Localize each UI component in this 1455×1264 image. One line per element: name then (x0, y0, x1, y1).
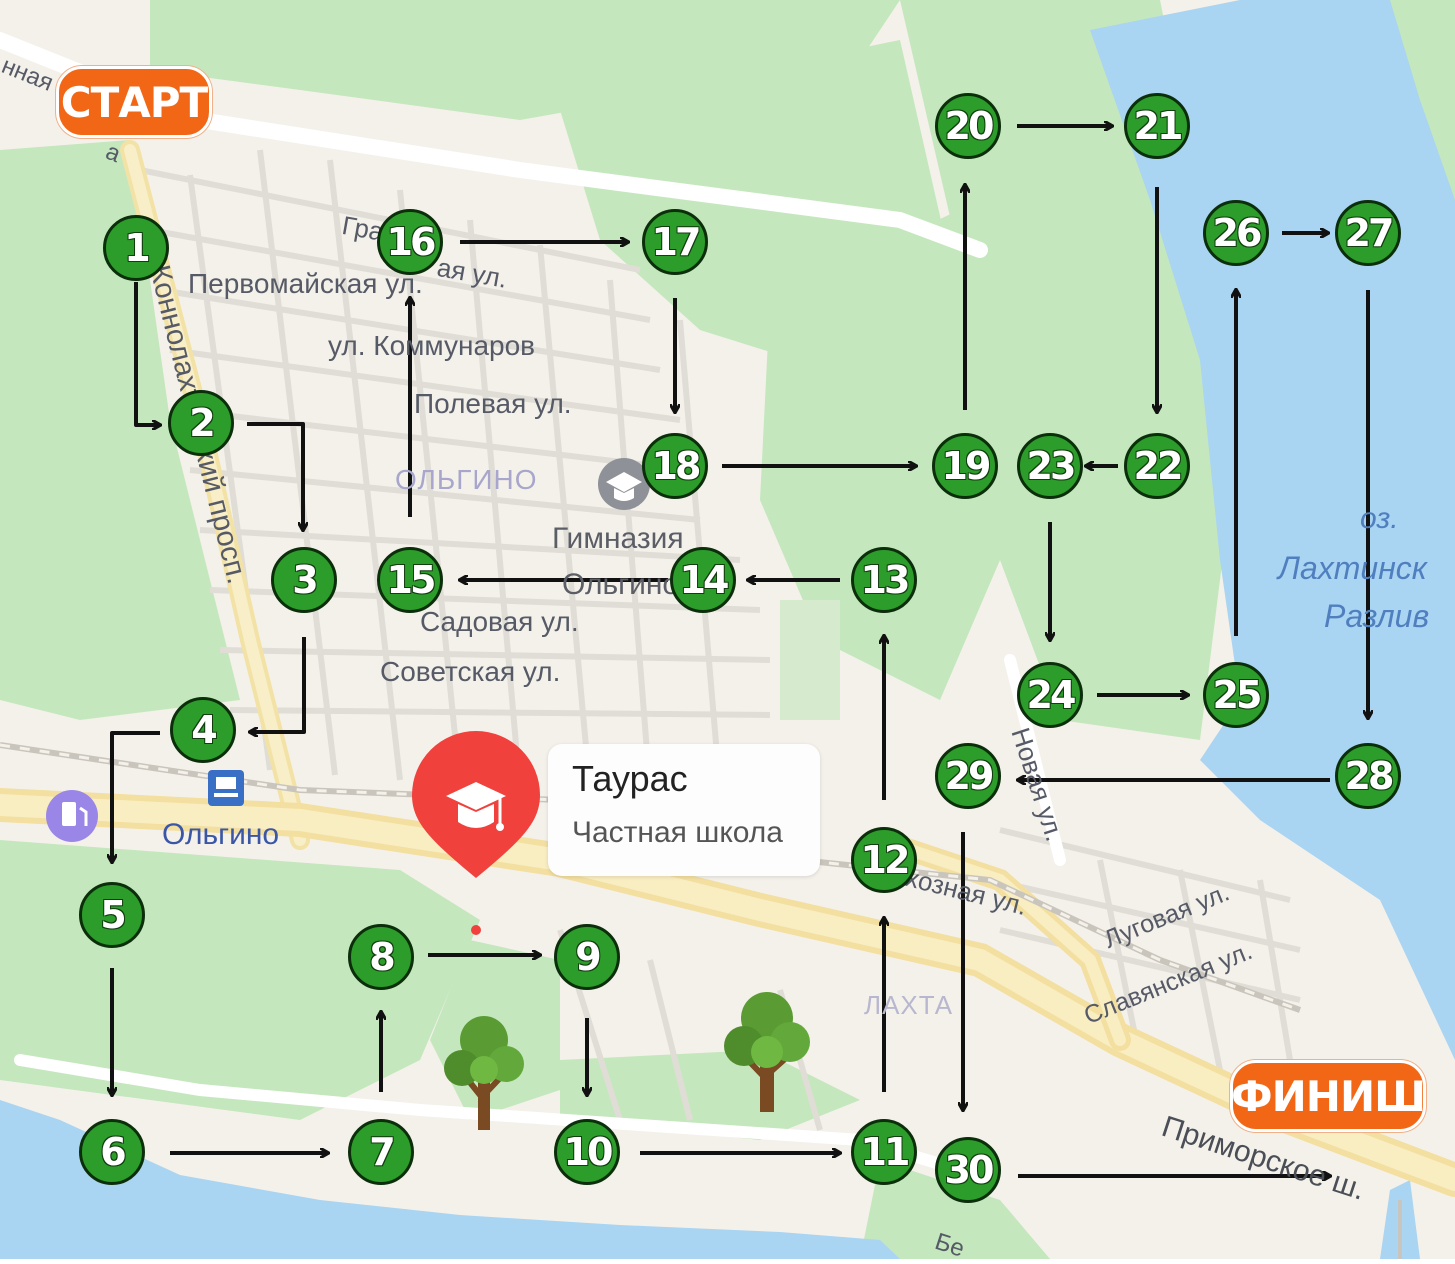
fuel-station-icon[interactable] (46, 790, 98, 842)
route-point-4[interactable]: 4 (170, 697, 236, 763)
street-label-pervomaiskaya: Первомайская ул. (188, 268, 423, 299)
route-point-19[interactable]: 19 (932, 433, 998, 499)
tree-icon (444, 1016, 524, 1130)
route-point-16[interactable]: 16 (377, 209, 443, 275)
route-point-22[interactable]: 22 (1124, 433, 1190, 499)
route-point-8[interactable]: 8 (348, 924, 414, 990)
route-point-13[interactable]: 13 (851, 547, 917, 613)
street-label-sovetskaya: Советская ул. (380, 656, 561, 687)
arrow-icon (134, 282, 160, 425)
arrow-icon (112, 731, 160, 862)
route-point-11[interactable]: 11 (851, 1119, 917, 1185)
finish-badge: ФИНИШ (1230, 1060, 1426, 1132)
route-point-7[interactable]: 7 (348, 1119, 414, 1185)
route-point-23[interactable]: 23 (1017, 433, 1083, 499)
arrow-icon (247, 422, 303, 530)
district-label-lakhta: ЛАХТА (864, 990, 954, 1020)
street-grid (139, 149, 1301, 1131)
lake-label-2: Лахтинск (1278, 550, 1427, 586)
route-point-1[interactable]: 1 (103, 215, 169, 281)
route-point-14[interactable]: 14 (670, 547, 736, 613)
school-type: Частная школа (572, 816, 783, 849)
route-point-10[interactable]: 10 (554, 1119, 620, 1185)
school-info-card[interactable]: Таурас Частная школа (548, 744, 820, 876)
route-point-17[interactable]: 17 (642, 209, 708, 275)
route-point-21[interactable]: 21 (1124, 93, 1190, 159)
route-point-27[interactable]: 27 (1335, 200, 1401, 266)
route-point-24[interactable]: 24 (1017, 662, 1083, 728)
start-badge: СТАРТ (56, 66, 212, 138)
route-point-5[interactable]: 5 (79, 882, 145, 948)
route-point-15[interactable]: 15 (377, 547, 443, 613)
lake-label-3: Разлив (1324, 598, 1430, 634)
poi-label-gymnasium-1: Гимназия (552, 522, 684, 555)
lake-label-1: оз. (1360, 502, 1399, 535)
route-point-28[interactable]: 28 (1335, 743, 1401, 809)
route-point-2[interactable]: 2 (168, 390, 234, 456)
route-point-6[interactable]: 6 (79, 1119, 145, 1185)
school-pin[interactable] (412, 731, 540, 935)
route-point-30[interactable]: 30 (935, 1137, 1001, 1203)
route-point-25[interactable]: 25 (1203, 662, 1269, 728)
arrow-icon (250, 637, 306, 732)
street-label-sadovaya: Садовая ул. (420, 606, 579, 637)
route-point-9[interactable]: 9 (554, 924, 620, 990)
route-arrows (112, 126, 1368, 1176)
gulf-water (0, 1100, 900, 1259)
route-point-18[interactable]: 18 (642, 433, 708, 499)
district-label-olgino: ОЛЬГИНО (395, 464, 538, 495)
graduation-cap-icon (446, 770, 506, 831)
route-point-12[interactable]: 12 (851, 827, 917, 893)
street-label-kommunarov: ул. Коммунаров (328, 330, 536, 361)
route-point-26[interactable]: 26 (1203, 200, 1269, 266)
station-label-olgino: Ольгино (162, 818, 280, 851)
tree-icon (724, 992, 810, 1112)
route-point-3[interactable]: 3 (271, 547, 337, 613)
street-label-polevaya: Полевая ул. (414, 388, 572, 419)
poi-label-gymnasium-2: Ольгино (562, 568, 680, 601)
school-name: Таурас (572, 758, 688, 799)
stadium-area (780, 600, 840, 720)
metro-train-icon[interactable] (208, 770, 244, 806)
route-point-29[interactable]: 29 (935, 743, 1001, 809)
route-point-20[interactable]: 20 (935, 93, 1001, 159)
gymnasium-icon[interactable] (598, 458, 650, 510)
